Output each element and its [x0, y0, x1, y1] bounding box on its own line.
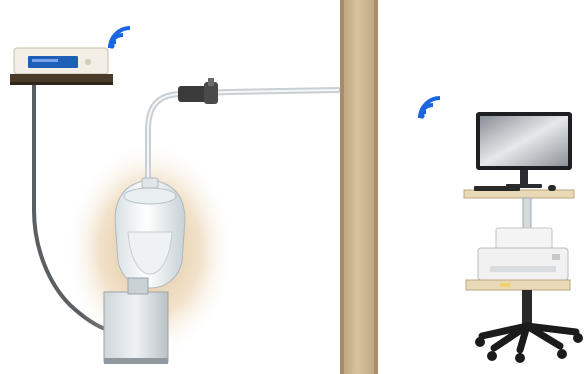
flow-valve: [178, 78, 218, 104]
wifi-icon-left: [109, 28, 130, 49]
printer: [478, 228, 568, 280]
wifi-icon-right: [419, 98, 440, 119]
wall-shelf: [10, 74, 113, 85]
divider-wall: [340, 0, 378, 374]
control-box: [14, 48, 108, 74]
monitor: [476, 112, 572, 188]
cart-base: [475, 326, 583, 363]
urinal: [115, 178, 185, 288]
computer-cart: [464, 112, 583, 363]
keyboard: [474, 186, 520, 191]
mouse: [548, 185, 556, 191]
